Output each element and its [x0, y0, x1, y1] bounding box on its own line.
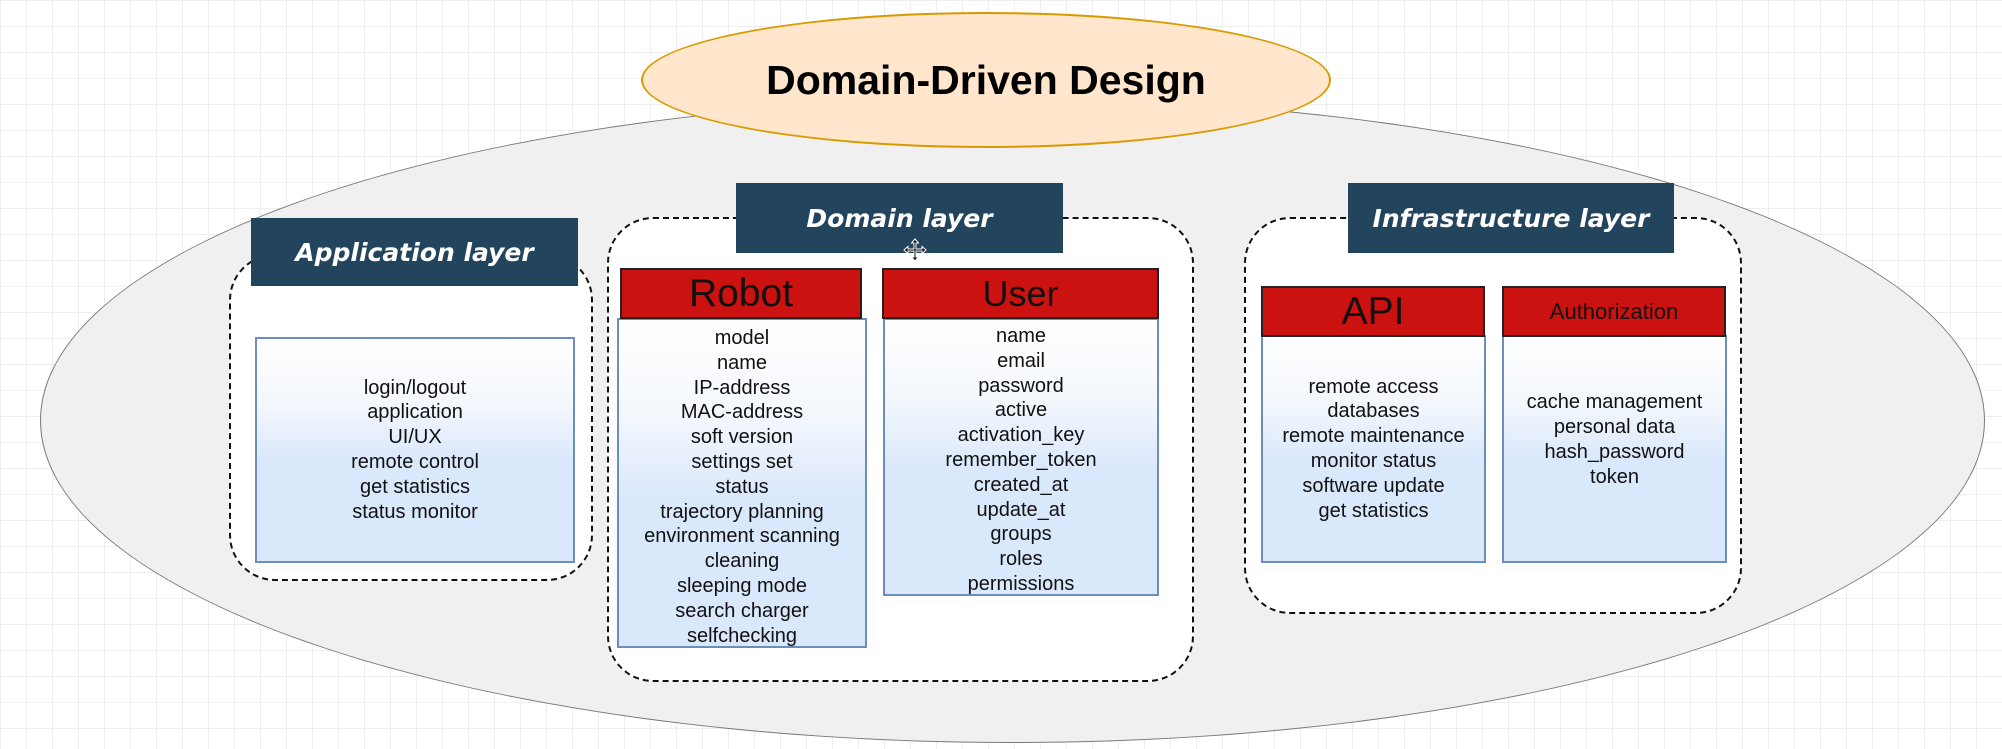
- user-entity-header[interactable]: User: [882, 268, 1159, 319]
- robot-entity-header[interactable]: Robot: [620, 268, 862, 319]
- api-item: software update: [1302, 474, 1445, 497]
- api-item: get statistics: [1318, 499, 1429, 522]
- authorization-entity-name: Authorization: [1549, 298, 1679, 324]
- user-attribute: groups: [990, 523, 1052, 546]
- auth-item: hash_password: [1544, 441, 1685, 463]
- app-item: application: [367, 401, 463, 424]
- user-attribute: active: [994, 399, 1048, 422]
- robot-entity-name: Robot: [688, 271, 794, 315]
- robot-attribute: MAC-address: [680, 401, 804, 424]
- app-item: UI/UX: [388, 426, 442, 449]
- api-entity-box[interactable]: remote access databases remote maintenan…: [1261, 335, 1486, 563]
- robot-attribute: name: [716, 351, 768, 374]
- robot-attribute: soft version: [690, 426, 794, 449]
- robot-attribute: trajectory planning: [660, 500, 824, 523]
- app-item: get statistics: [359, 475, 471, 498]
- auth-item: token: [1590, 465, 1639, 488]
- robot-attribute: settings set: [691, 450, 793, 473]
- auth-item: personal data: [1553, 416, 1676, 439]
- robot-attribute: IP-address: [693, 376, 791, 399]
- move-cursor-icon[interactable]: [903, 238, 927, 262]
- user-attribute: permissions: [967, 572, 1075, 595]
- api-item: monitor status: [1310, 450, 1437, 472]
- app-item: status monitor: [352, 500, 478, 523]
- api-item: remote maintenance: [1282, 425, 1465, 448]
- robot-attribute: sleeping mode: [676, 574, 808, 597]
- app-item: login/logout: [363, 376, 467, 399]
- user-attribute: roles: [999, 548, 1043, 571]
- robot-attribute: selfchecking: [686, 624, 798, 647]
- robot-attribute: status: [715, 475, 769, 498]
- user-attribute: name: [995, 325, 1047, 347]
- domain-layer-header[interactable]: Domain layer: [736, 183, 1063, 253]
- user-attribute: remember_token: [945, 448, 1097, 471]
- user-entity-name: User: [982, 272, 1059, 314]
- user-attribute: activation_key: [957, 424, 1085, 447]
- application-layer-header[interactable]: Application layer: [251, 218, 578, 286]
- infrastructure-layer-header[interactable]: Infrastructure layer: [1348, 183, 1674, 253]
- robot-attribute: search charger: [675, 599, 809, 622]
- robot-entity-box[interactable]: model name IP-address MAC-address soft v…: [617, 318, 867, 648]
- user-attribute: update_at: [976, 498, 1066, 521]
- api-item: databases: [1327, 400, 1420, 423]
- authorization-entity-box[interactable]: cache management personal data hash_pass…: [1502, 335, 1727, 563]
- robot-attribute: environment scanning: [644, 525, 840, 548]
- robot-attribute: cleaning: [704, 550, 780, 573]
- auth-item: cache management: [1526, 391, 1703, 414]
- api-entity-name: API: [1341, 289, 1405, 333]
- api-item: remote access: [1308, 375, 1439, 398]
- application-items-box[interactable]: login/logout application UI/UX remote co…: [255, 337, 575, 563]
- user-attribute: password: [978, 374, 1064, 397]
- user-attribute: email: [997, 349, 1045, 372]
- api-entity-header[interactable]: API: [1261, 286, 1485, 337]
- title-ellipse[interactable]: Domain-Driven Design: [641, 12, 1331, 148]
- user-entity-box[interactable]: name email password active activation_ke…: [883, 318, 1159, 596]
- user-attribute: created_at: [973, 473, 1069, 496]
- authorization-entity-header[interactable]: Authorization: [1502, 286, 1726, 337]
- app-item: remote control: [351, 451, 479, 473]
- diagram-title: Domain-Driven Design: [766, 56, 1206, 103]
- robot-attribute: model: [714, 327, 770, 349]
